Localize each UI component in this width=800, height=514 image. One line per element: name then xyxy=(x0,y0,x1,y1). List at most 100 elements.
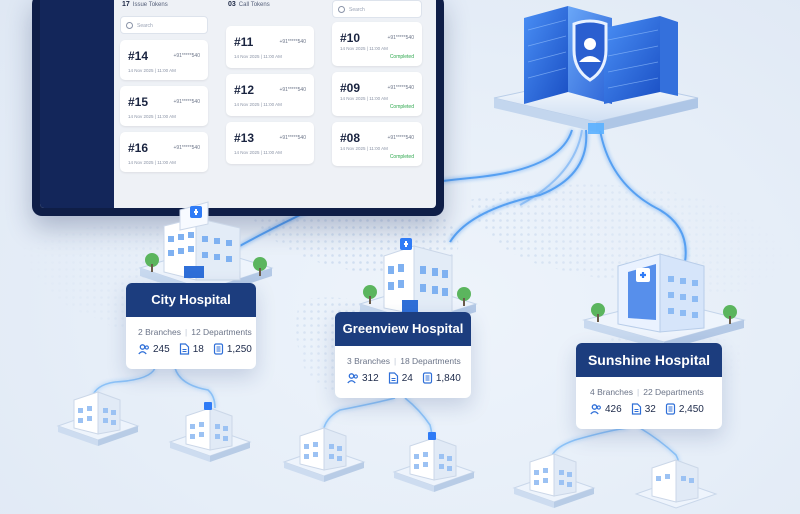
token-number: #15 xyxy=(128,95,149,109)
token-status: Completed xyxy=(389,104,414,110)
token-card[interactable]: #13 +91*****540 14 Nov 2025 | 11:00 AM xyxy=(226,122,314,164)
column-count: 03 xyxy=(228,1,236,8)
hospital-name: City Hospital xyxy=(126,283,256,317)
token-date: 14 Nov 2025 | 11:00 AM xyxy=(234,150,282,155)
users-icon xyxy=(590,404,601,415)
token-card[interactable]: #15 +91*****540 14 Nov 2025 | 11:00 AM xyxy=(120,86,208,126)
token-card[interactable]: #11 +91*****540 14 Nov 2025 | 11:00 AM xyxy=(226,26,314,68)
hospital-summary: 2 Branches|12 Departments xyxy=(138,327,252,337)
token-card[interactable]: #09 +91*****540 14 Nov 2025 | 11:00 AM C… xyxy=(332,72,422,116)
greenview-hospital-card[interactable]: Greenview Hospital 3 Branches|18 Departm… xyxy=(335,312,471,398)
users-icon xyxy=(138,344,149,355)
tokens-count: 1,250 xyxy=(226,344,252,355)
column-title: Issue Tokens xyxy=(132,2,168,8)
token-number: #10 xyxy=(340,31,361,45)
tokens-count: 2,450 xyxy=(678,404,704,415)
token-phone: +91*****540 xyxy=(173,53,200,59)
hospital-name: Greenview Hospital xyxy=(335,312,471,346)
search-icon xyxy=(126,22,133,29)
completed-tokens-column: Search #10 +91*****540 14 Nov 2025 | 11:… xyxy=(330,0,424,198)
token-number: #08 xyxy=(340,131,361,145)
token-card[interactable]: #14 +91*****540 14 Nov 2025 | 11:00 AM xyxy=(120,40,208,80)
token-phone: +91*****540 xyxy=(279,87,306,93)
token-list-icon xyxy=(213,343,223,355)
token-list-icon xyxy=(665,403,675,415)
dashboard-sidebar xyxy=(40,0,114,208)
column-count: 17 xyxy=(122,1,130,8)
users-count: 312 xyxy=(362,373,379,384)
hospital-stats: 245 18 1,250 xyxy=(138,343,261,355)
token-number: #09 xyxy=(340,81,361,95)
department-count: 18 Departments xyxy=(400,356,461,366)
token-card[interactable]: #08 +91*****540 14 Nov 2025 | 11:00 AM C… xyxy=(332,122,422,166)
token-card[interactable]: #10 +91*****540 14 Nov 2025 | 11:00 AM C… xyxy=(332,22,422,66)
link-greenview-hospital xyxy=(449,129,588,243)
token-number: #14 xyxy=(128,49,149,63)
token-status: Completed xyxy=(389,54,414,60)
token-list-icon xyxy=(422,372,432,384)
shield-user-icon xyxy=(572,19,608,82)
branch-count: 3 Branches xyxy=(347,356,390,366)
token-date: 14 Nov 2025 | 11:00 AM xyxy=(234,54,282,59)
docs-count: 24 xyxy=(401,373,413,384)
token-phone: +91*****540 xyxy=(173,99,200,105)
token-phone: +91*****540 xyxy=(279,39,306,45)
token-number: #12 xyxy=(234,83,255,97)
link-sunshine-hospital xyxy=(599,129,687,263)
document-icon xyxy=(388,372,398,384)
token-phone: +91*****540 xyxy=(279,135,306,141)
branch-building xyxy=(168,402,252,462)
docs-count: 18 xyxy=(192,344,204,355)
token-phone: +91*****540 xyxy=(387,135,414,141)
token-date: 14 Nov 2025 | 11:00 AM xyxy=(128,160,176,165)
token-date: 14 Nov 2025 | 11:00 AM xyxy=(340,146,388,151)
secure-server-building xyxy=(493,6,699,134)
document-icon xyxy=(631,403,641,415)
token-number: #11 xyxy=(234,35,254,49)
token-card[interactable]: #12 +91*****540 14 Nov 2025 | 11:00 AM xyxy=(226,74,314,116)
search-icon xyxy=(338,6,345,13)
search-placeholder: Search xyxy=(349,7,365,13)
token-status: Completed xyxy=(389,154,414,160)
token-search-input[interactable]: Search xyxy=(120,16,208,34)
sunshine-hospital-card[interactable]: Sunshine Hospital 4 Branches|22 Departme… xyxy=(576,343,722,429)
city-hospital-card[interactable]: City Hospital 2 Branches|12 Departments … xyxy=(126,283,256,369)
hospital-summary: 3 Branches|18 Departments xyxy=(347,356,461,366)
token-phone: +91*****540 xyxy=(387,35,414,41)
column-title: Call Tokens xyxy=(238,2,270,8)
token-date: 14 Nov 2025 | 11:00 AM xyxy=(340,96,388,101)
token-date: 14 Nov 2025 | 11:00 AM xyxy=(128,68,176,73)
token-date: 14 Nov 2025 | 11:00 AM xyxy=(340,46,388,51)
branch-building xyxy=(56,391,140,446)
branch-count: 2 Branches xyxy=(138,327,181,337)
sunshine-hospital-building xyxy=(582,253,746,350)
users-count: 245 xyxy=(153,344,170,355)
branch-building xyxy=(634,459,718,509)
token-number: #13 xyxy=(234,131,255,145)
token-card[interactable]: #16 +91*****540 14 Nov 2025 | 11:00 AM xyxy=(120,132,208,172)
department-count: 12 Departments xyxy=(191,327,252,337)
token-date: 14 Nov 2025 | 11:00 AM xyxy=(128,114,176,119)
users-count: 426 xyxy=(605,404,622,415)
token-phone: +91*****540 xyxy=(173,145,200,151)
branch-count: 4 Branches xyxy=(590,387,633,397)
hospital-stats: 312 24 1,840 xyxy=(347,372,470,384)
token-search-input[interactable]: Search xyxy=(332,0,422,18)
token-phone: +91*****540 xyxy=(387,85,414,91)
branch-building xyxy=(282,427,366,482)
tokens-count: 1,840 xyxy=(435,373,461,384)
document-icon xyxy=(179,343,189,355)
branch-building xyxy=(512,453,596,508)
token-number: #16 xyxy=(128,141,149,155)
token-date: 14 Nov 2025 | 11:00 AM xyxy=(234,102,282,107)
hospital-summary: 4 Branches|22 Departments xyxy=(590,387,704,397)
search-placeholder: Search xyxy=(137,23,153,29)
docs-count: 32 xyxy=(644,404,656,415)
department-count: 22 Departments xyxy=(643,387,704,397)
